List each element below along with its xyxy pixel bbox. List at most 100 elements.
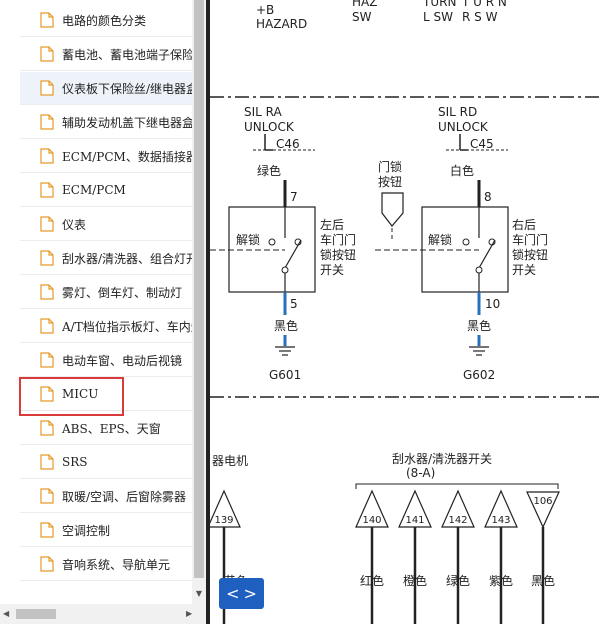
top-label-hazard: HAZARD <box>256 17 307 31</box>
wire-color-label: 黑色 <box>531 574 555 588</box>
document-icon <box>40 43 62 65</box>
right-pin-top: 8 <box>484 190 492 204</box>
right-ground-label: G602 <box>463 368 495 382</box>
sidebar-item[interactable]: ECM/PCM、数据插接器 <box>20 140 192 173</box>
document-icon <box>40 349 62 371</box>
sidebar-item-label: ABS、EPS、天窗 <box>62 421 161 436</box>
vertical-scroll-thumb[interactable] <box>194 0 204 578</box>
sidebar-item[interactable]: 电动车窗、电动后视镜 <box>20 344 192 377</box>
right-switch-label-3: 锁按钮 <box>512 247 548 262</box>
top-label-turn-l: TURN <box>422 0 456 9</box>
sidebar-item-label: 辅助发动机盖下继电器盒 <box>62 115 192 130</box>
right-title-2: UNLOCK <box>438 120 489 134</box>
sidebar-item-label: 取暖/空调、后窗除雾器 <box>62 489 187 504</box>
scroll-down-arrow-icon[interactable]: ▼ <box>195 589 203 598</box>
sidebar-vertical-scrollbar[interactable]: ▼ <box>192 0 206 604</box>
sidebar-item[interactable]: 辅助发动机盖下继电器盒 <box>20 106 192 139</box>
sidebar-item[interactable]: 仪表板下保险丝/继电器盒 <box>20 72 192 105</box>
connector-marker-number: 140 <box>362 515 381 526</box>
document-icon <box>40 179 62 201</box>
sidebar-item-label: 音响系统、导航单元 <box>62 557 171 572</box>
next-page-button[interactable]: > <box>243 584 257 603</box>
sidebar-item[interactable]: 音响系统、导航单元 <box>20 548 192 581</box>
right-pin-bottom: 10 <box>485 297 500 311</box>
horizontal-scroll-thumb[interactable] <box>16 609 56 619</box>
sidebar-item-label: ECM/PCM、数据插接器 <box>62 149 192 164</box>
left-wire-color-bottom: 黑色 <box>274 319 298 333</box>
left-title-1: SIL RA <box>244 105 283 119</box>
sidebar-item[interactable]: 空调控制 <box>20 514 192 547</box>
sidebar-item[interactable]: A/T档位指示板灯、车内灯 <box>20 310 192 343</box>
left-wire-color-top: 绿色 <box>257 163 281 178</box>
right-switch-label-4: 开关 <box>512 263 536 277</box>
sidebar-item[interactable]: 取暖/空调、后窗除雾器 <box>20 480 192 513</box>
sidebar-item[interactable]: 电路的颜色分类 <box>20 4 192 37</box>
left-connector: C46 <box>276 137 300 151</box>
sidebar-item[interactable]: SRS <box>20 446 192 479</box>
left-circuit: SIL RA UNLOCK C46 绿色 7 解锁 左后 车门门 锁按钮 开关 … <box>210 105 356 382</box>
middle-lock-button: 门锁 按钮 <box>375 159 420 251</box>
right-title-1: SIL RD <box>438 105 477 119</box>
wire-color-label: 橙色 <box>403 573 427 588</box>
sidebar-item-label: 刮水器/清洗器、组合灯开关 <box>62 251 192 266</box>
wire-color-label: 绿色 <box>446 573 470 588</box>
left-switch-label-2: 车门门 <box>320 232 356 247</box>
sidebar-item[interactable]: 雾灯、倒车灯、制动灯 <box>20 276 192 309</box>
connector-marker-number: 141 <box>405 515 424 526</box>
wire-color-labels: 黄色红色橙色绿色紫色黑色 <box>224 573 555 588</box>
connector-marker-number: 106 <box>533 496 552 507</box>
top-label-l-sw: L SW <box>423 10 453 24</box>
connector-marker-number: 139 <box>214 515 233 526</box>
left-title-2: UNLOCK <box>244 120 295 134</box>
sidebar-item-label: 蓄电池、蓄电池端子保险丝盒 <box>62 47 192 62</box>
scroll-right-arrow-icon[interactable]: ▶ <box>186 609 193 618</box>
left-switch-label-3: 锁按钮 <box>320 247 356 262</box>
document-icon <box>40 213 62 235</box>
pane-divider[interactable] <box>206 0 210 624</box>
scroll-left-arrow-icon[interactable]: ◀ <box>3 609 10 618</box>
top-label-b: +B <box>256 3 274 17</box>
sidebar-item[interactable]: ECM/PCM <box>20 174 192 207</box>
sidebar-item-label: A/T档位指示板灯、车内灯 <box>62 319 192 334</box>
sidebar-item-label: 仪表 <box>62 217 87 232</box>
sidebar-item-label: 雾灯、倒车灯、制动灯 <box>62 285 183 300</box>
document-icon <box>40 383 62 405</box>
left-switch-label-1: 左后 <box>320 217 344 232</box>
sidebar-item[interactable]: 蓄电池、蓄电池端子保险丝盒 <box>20 38 192 71</box>
document-icon <box>40 417 62 439</box>
sidebar-item[interactable]: ABS、EPS、天窗 <box>20 412 192 445</box>
lock-button-symbol <box>381 192 404 227</box>
sidebar-item-label: 仪表板下保险丝/继电器盒 <box>62 81 192 96</box>
sidebar-item-label: 电路的颜色分类 <box>62 13 147 28</box>
prev-page-button[interactable]: < <box>226 584 240 603</box>
connector-marker-number: 142 <box>448 515 467 526</box>
document-icon <box>40 451 62 473</box>
top-label-haz: HAZ <box>352 0 377 9</box>
left-unlock-label: 解锁 <box>236 232 260 247</box>
sidebar-item-label: ECM/PCM <box>62 183 126 197</box>
document-icon <box>40 553 62 575</box>
sidebar-item-label: 空调控制 <box>62 523 111 538</box>
wire-color-label: 红色 <box>360 573 384 588</box>
wiring-diagram: +B HAZARD HAZ SW TURN L SW T U R N R S W… <box>207 0 601 624</box>
sidebar-item[interactable]: MICU <box>20 378 192 411</box>
document-icon <box>40 315 62 337</box>
document-icon <box>40 247 62 269</box>
left-switch-label-4: 开关 <box>320 263 344 277</box>
sidebar-item-label: MICU <box>62 387 99 401</box>
wire-color-label: 紫色 <box>489 574 513 588</box>
sidebar-item[interactable]: 刮水器/清洗器、组合灯开关 <box>20 242 192 275</box>
left-pin-bottom: 5 <box>290 297 298 311</box>
top-label-turn-r: T U R N <box>461 0 507 9</box>
sidebar-horizontal-scrollbar[interactable]: ◀ ▶ <box>0 604 206 624</box>
right-wire-color-bottom: 黑色 <box>467 319 491 333</box>
page-nav-arrows[interactable]: < > <box>219 578 264 609</box>
lock-button-label-1: 门锁 <box>378 159 402 174</box>
document-icon <box>40 145 62 167</box>
document-icon <box>40 9 62 31</box>
sidebar-item[interactable]: 仪表 <box>20 208 192 241</box>
document-icon <box>40 281 62 303</box>
document-icon <box>40 111 62 133</box>
